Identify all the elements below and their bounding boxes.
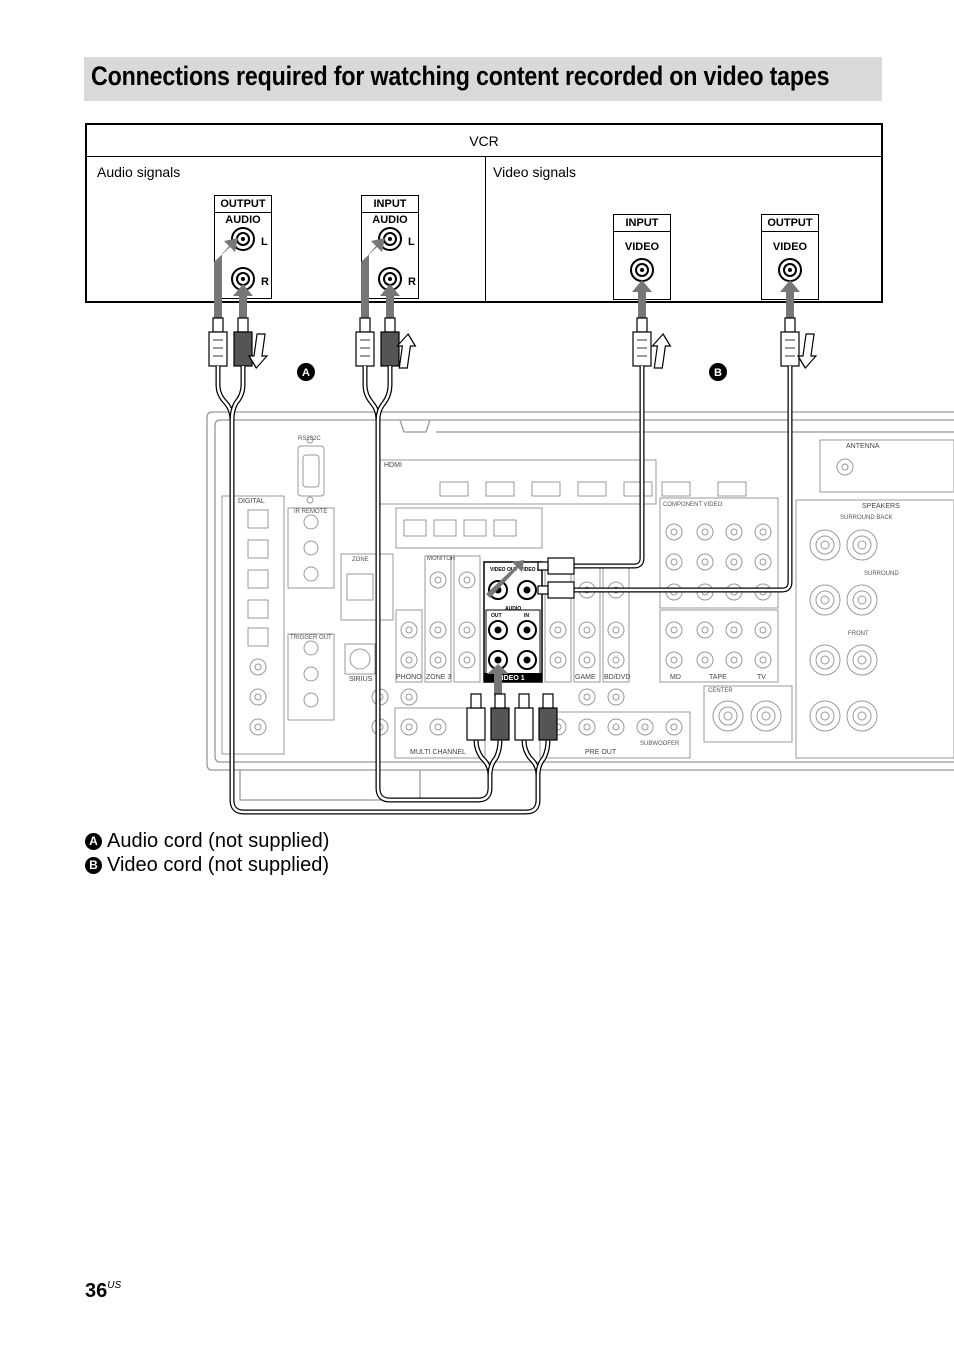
connection-diagram: A B DIGITAL RS232C IR REMOTE (206, 227, 954, 815)
subwoofer-label: SUBWOOFER (640, 741, 680, 747)
digital-label: DIGITAL (238, 498, 265, 505)
surround-label: SURROUND (864, 571, 899, 577)
video1-out-label: OUT (491, 613, 502, 619)
center-label: CENTER (708, 688, 733, 694)
marker-a: A (297, 363, 315, 381)
ir-remote-label: IR REMOTE (294, 509, 327, 515)
audio-cord-a (215, 366, 551, 815)
receiver-rear-panel (206, 411, 954, 801)
jack-l: L (408, 236, 415, 248)
zone-label: ZONE (352, 557, 369, 563)
video1-video-in-label: VIDEO IN (520, 567, 542, 573)
trigger-out-label: TRIGGER OUT (290, 635, 332, 641)
jack-sub: AUDIO (372, 214, 408, 226)
jack-head: OUTPUT (762, 215, 818, 232)
surround-back-label: SURROUND BACK (840, 515, 893, 521)
tv-label: TV (757, 674, 766, 681)
jack-head: INPUT (614, 215, 670, 232)
video-plugs-receiver (537, 557, 575, 599)
jack-r: R (261, 276, 269, 288)
page-number-value: 36 (85, 1280, 108, 1302)
legend-item-video: B Video cord (not supplied) (85, 854, 329, 877)
video1-audio-label: AUDIO (505, 606, 521, 612)
hdmi-label: HDMI (384, 462, 402, 469)
md-label: MD (670, 674, 681, 681)
video1-in-label: IN (524, 613, 529, 619)
legend-text-video: Video cord (not supplied) (107, 854, 329, 876)
antenna-label: ANTENNA (846, 443, 880, 450)
jack-sub: VIDEO (624, 241, 660, 253)
page-number: 36US (85, 1280, 121, 1303)
vcr-label: VCR (469, 133, 499, 149)
video1-video-out-label: VIDEO OUT (490, 567, 518, 573)
tape-label: TAPE (709, 674, 727, 681)
audio-plugs-receiver (466, 693, 558, 741)
section-title: Connections required for watching conten… (91, 61, 830, 91)
jack-sub: AUDIO (225, 214, 261, 226)
audio-signals-label: Audio signals (97, 164, 181, 180)
jack-r: R (408, 276, 416, 288)
video-signals-label: Video signals (493, 164, 577, 180)
rs232c-label: RS232C (298, 436, 321, 442)
marker-b: B (709, 363, 727, 381)
svg-text:B: B (714, 367, 722, 379)
receiver-jack-arrows (486, 560, 524, 696)
phono-label: PHONO (396, 674, 422, 681)
vcr-jack-arrows (214, 238, 800, 318)
signal-direction-arrows (247, 333, 818, 369)
video1-block (483, 561, 543, 683)
jack-sub: VIDEO (772, 241, 808, 253)
game-label: GAME (575, 674, 596, 681)
legend-item-audio: A Audio cord (not supplied) (85, 830, 329, 853)
jack-head: OUTPUT (215, 196, 271, 213)
jack-head: INPUT (362, 196, 418, 213)
zone3-label: ZONE 3 (426, 674, 451, 681)
digital-section (221, 495, 285, 755)
zone-sirius-section (340, 553, 394, 675)
jack-l: L (261, 236, 268, 248)
speaker-terminals (703, 439, 954, 759)
front-label: FRONT (848, 631, 869, 637)
vcr-divider-horizontal (87, 156, 881, 157)
vcr-panel: VCR Audio signals Video signals OUTPUT A… (85, 123, 883, 303)
rs232c-port (297, 436, 325, 504)
video1-label: VIDEO 1 (497, 675, 525, 682)
legend-badge-b: B (85, 857, 102, 874)
multi-channel-label: MULTI CHANNEL (410, 749, 466, 756)
pre-out-label: PRE OUT (585, 749, 617, 756)
bddvd-label: BD/DVD (604, 674, 630, 681)
svg-text:A: A (302, 367, 310, 379)
page-number-suffix: US (107, 1280, 122, 1291)
section-title-bar: Connections required for watching conten… (84, 57, 882, 101)
video-cord-b (574, 366, 793, 593)
legend-badge-a: A (85, 833, 102, 850)
receiver-jack-grid (371, 497, 779, 759)
vcr-side-plugs (208, 317, 800, 367)
speakers-label: SPEAKERS (862, 503, 900, 510)
ir-trigger-section (287, 507, 335, 721)
vcr-jacks (231, 227, 802, 291)
component-video-label: COMPONENT VIDEO (663, 502, 723, 508)
sirius-label: SIRIUS (349, 676, 373, 683)
monitor-label: MONITOR (427, 556, 456, 562)
vcr-divider-vertical (485, 156, 486, 303)
legend-text-audio: Audio cord (not supplied) (107, 830, 330, 852)
